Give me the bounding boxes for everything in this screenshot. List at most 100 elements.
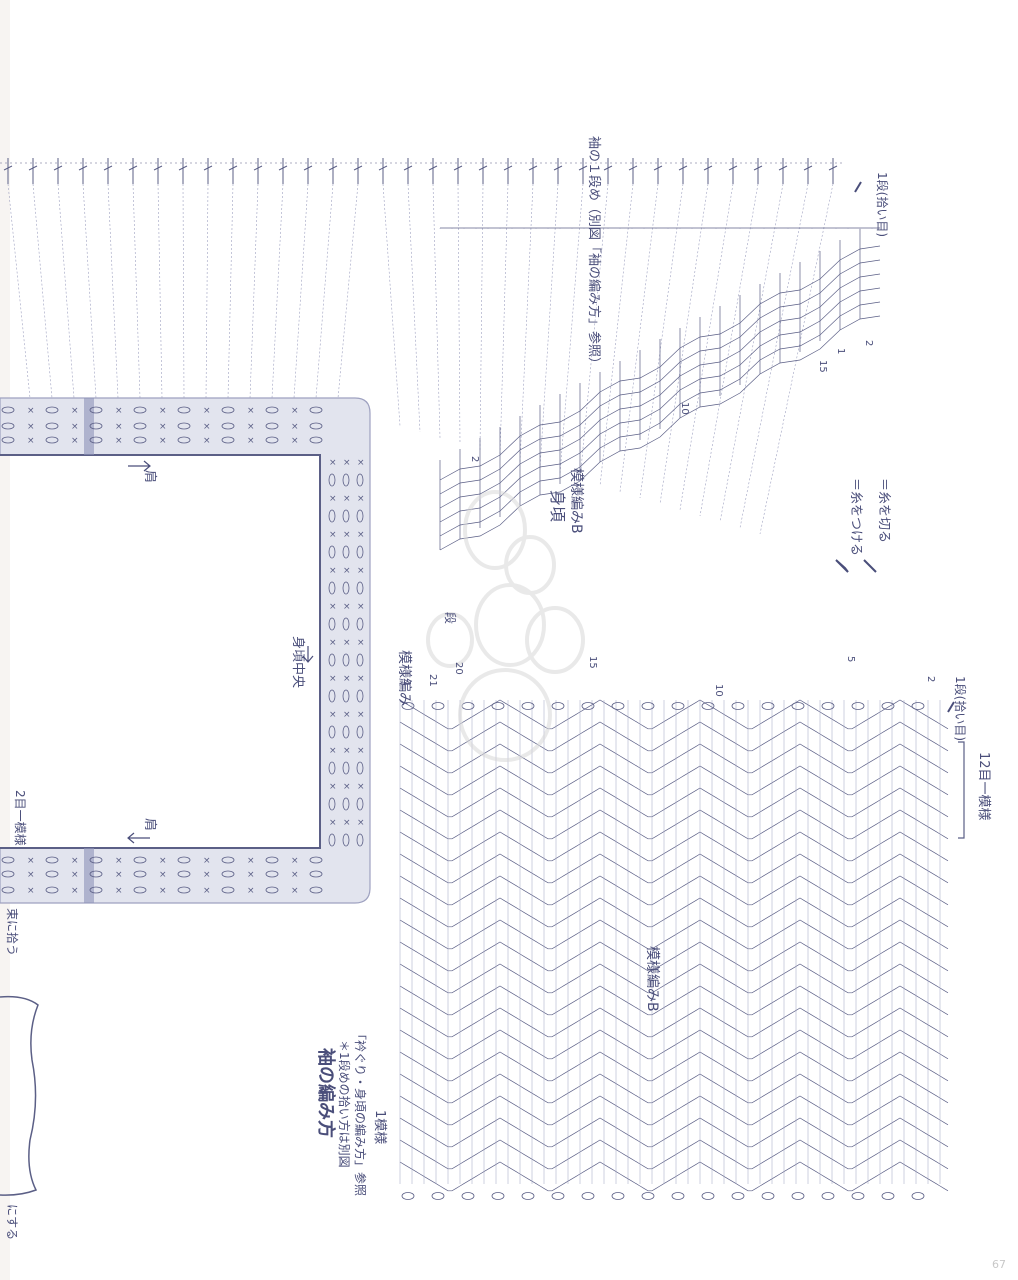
single-crochet: × [357, 710, 365, 720]
stitch-row [399, 1073, 949, 1104]
single-crochet: × [159, 422, 167, 432]
stitch-symbol [603, 158, 613, 184]
chain-stitch [221, 886, 235, 894]
chain-stitch [133, 406, 147, 414]
single-crochet: × [115, 436, 123, 446]
chain-stitch [1, 436, 15, 444]
chain-stitch [89, 436, 103, 444]
single-crochet: × [329, 494, 337, 504]
stitch-row [399, 765, 949, 796]
chain-stitch [356, 653, 364, 667]
single-crochet: × [159, 870, 167, 880]
stitch-symbol [653, 158, 663, 184]
stitch-symbol [503, 158, 513, 184]
chain-stitch [328, 473, 336, 487]
stitch-row [399, 809, 949, 840]
chain-stitch [356, 689, 364, 703]
band-fold-shadow-bottom [84, 848, 94, 903]
row-label-15-mid: 15 [587, 656, 598, 669]
side-text-2: にする [5, 1204, 19, 1240]
single-crochet: × [291, 406, 299, 416]
single-crochet: × [115, 856, 123, 866]
body-title: 身頃 [548, 490, 567, 522]
shoulder-top-label: 肩 [142, 470, 158, 483]
single-crochet: × [159, 886, 167, 896]
two-repeat-label: 2目一模様 [13, 790, 27, 846]
neckline-band: ××××××××××××××××××××××××××××××××××××××××… [0, 397, 371, 904]
single-crochet: × [343, 566, 351, 576]
stitch-row [399, 743, 949, 774]
stitch-symbol [128, 158, 138, 184]
row-label-1-top: 1 [835, 348, 846, 354]
yarn-join-label: ＝糸をつける [848, 478, 863, 556]
edge-stitch [491, 702, 505, 710]
sleeve-row1-note: 袖の１段め（別図「袖の編み方」参照） [586, 136, 602, 370]
chain-stitch [177, 886, 191, 894]
body-pattern-chart [439, 227, 881, 551]
stitch-symbol [3, 158, 13, 184]
chain-stitch [177, 856, 191, 864]
chain-stitch [221, 406, 235, 414]
stitch-row [439, 315, 881, 551]
chain-stitch [1, 886, 15, 894]
chain-stitch [328, 797, 336, 811]
chain-stitch [265, 856, 279, 864]
stitch-symbol [153, 158, 163, 184]
chain-stitch [328, 509, 336, 523]
chain-stitch [342, 797, 350, 811]
single-crochet: × [357, 458, 365, 468]
chain-stitch [342, 653, 350, 667]
stitch-row [399, 1161, 949, 1192]
stitch-symbol [403, 158, 413, 184]
chain-stitch [45, 870, 59, 878]
chain-stitch [133, 886, 147, 894]
edge-stitch [521, 1192, 535, 1200]
single-crochet: × [357, 530, 365, 540]
chain-stitch [265, 422, 279, 430]
edge-stitch [761, 1192, 775, 1200]
chain-stitch [45, 406, 59, 414]
chain-stitch [328, 617, 336, 631]
stitch-row [399, 699, 949, 730]
row-label-2-top: 2 [863, 340, 874, 346]
stitch-symbol [628, 158, 638, 184]
chain-stitch [342, 545, 350, 559]
chain-stitch [177, 422, 191, 430]
chain-stitch [133, 870, 147, 878]
one-repeat-label: 1模様 [372, 1110, 387, 1144]
single-crochet: × [329, 782, 337, 792]
row-label-5-mid: 5 [845, 656, 856, 662]
stitch-row [399, 963, 949, 994]
stitch-row [399, 941, 949, 972]
row-label-dan: 段 [443, 612, 458, 624]
edge-stitch [791, 1192, 805, 1200]
single-crochet: × [71, 436, 79, 446]
single-crochet: × [357, 782, 365, 792]
single-crochet: × [203, 422, 211, 432]
single-crochet: × [27, 406, 35, 416]
chain-stitch [328, 545, 336, 559]
chain-stitch [328, 761, 336, 775]
yarn-legend-marks [835, 181, 955, 713]
single-crochet: × [247, 870, 255, 880]
garment-outline [0, 995, 39, 1196]
chain-stitch [1, 422, 15, 430]
chain-stitch [1, 870, 15, 878]
pattern-b-label: 模様編みB [644, 946, 660, 1012]
stitch-symbol [803, 158, 813, 184]
single-crochet: × [357, 494, 365, 504]
edge-stitch [911, 1192, 925, 1200]
chain-stitch [342, 833, 350, 847]
shoulder-arrow-top [128, 460, 151, 472]
edge-stitch [401, 702, 415, 710]
edge-stitch [431, 1192, 445, 1200]
chain-stitch [265, 870, 279, 878]
chain-stitch [1, 406, 15, 414]
edge-stitch [881, 702, 895, 710]
single-crochet: × [115, 406, 123, 416]
stitch-symbol [203, 158, 213, 184]
side-text-1: 束に拾う [5, 908, 20, 956]
single-crochet: × [203, 856, 211, 866]
chain-stitch [221, 436, 235, 444]
